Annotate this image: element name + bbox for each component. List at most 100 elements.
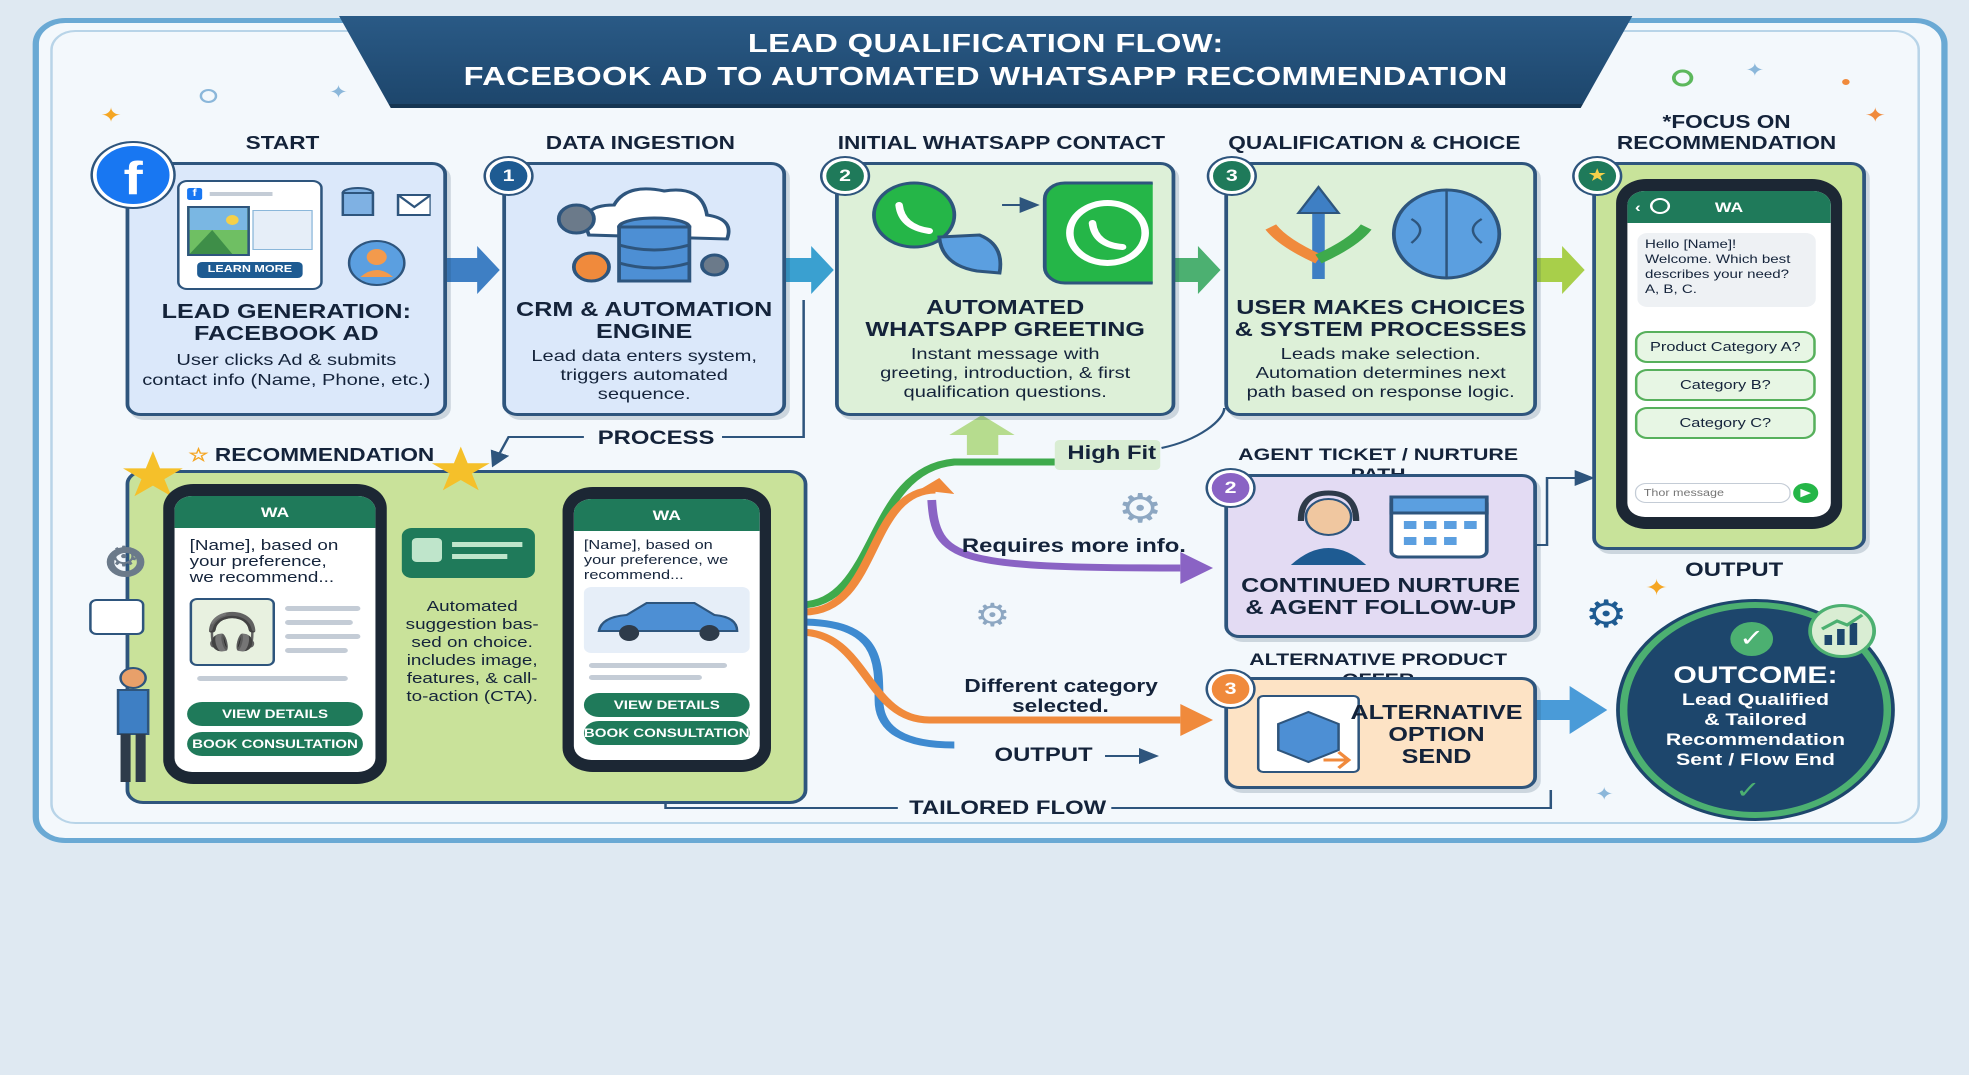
choices-title-1: USER MAKES CHOICES — [1236, 297, 1526, 319]
car-image-icon — [583, 587, 750, 653]
lead-desc-2: contact info (Name, Phone, etc.) — [142, 372, 431, 389]
outcome-line-1: Lead Qualified — [1681, 690, 1830, 709]
box-swap-icon — [1256, 695, 1360, 773]
requires-info-purple — [927, 499, 1181, 572]
message-input[interactable] — [1634, 483, 1791, 503]
rec2-line-2: your preference, we — [583, 552, 729, 567]
rec1-book-consultation-button[interactable]: BOOK CONSULTATION — [187, 732, 363, 756]
header-focus-line2: RECOMMENDATION — [1616, 133, 1837, 153]
focus-message-line-4: A, B, C. — [1644, 282, 1697, 296]
rec2-line-1: [Name], based on — [583, 537, 713, 552]
greeting-desc-2: greeting, introduction, & first — [880, 365, 1131, 382]
crm-desc-1: Lead data enters system, — [531, 348, 757, 365]
greeting-desc-1: Instant message with — [910, 346, 1100, 363]
focus-message-line-1: Hello [Name]! — [1644, 237, 1737, 251]
lead-desc-1: User clicks Ad & submits — [176, 352, 397, 369]
lead-title-2: FACEBOOK AD — [193, 323, 379, 345]
requires-info-orange — [803, 486, 936, 616]
high-fit-path — [799, 458, 1055, 609]
send-icon[interactable]: ▶ — [1793, 483, 1819, 503]
diff-category-orange — [799, 628, 1181, 724]
presenter-person-icon — [89, 547, 150, 782]
back-chevron-icon[interactable]: ‹ — [1634, 199, 1641, 215]
greeting-desc-3: qualification questions. — [903, 384, 1107, 401]
rec-phone-1-header: WA — [174, 496, 376, 528]
focus-greeting-bubble: Hello [Name]! Welcome. Which best descri… — [1637, 233, 1816, 307]
option-product-category-a[interactable]: Product Category A? — [1634, 331, 1816, 363]
option-category-c[interactable]: Category C? — [1634, 407, 1816, 439]
outcome-circle: ✓ OUTCOME: Lead Qualified & Tailored Rec… — [1619, 602, 1892, 818]
arrow-crm-to-greeting — [783, 246, 834, 294]
focus-message-line-3: describes your need? — [1644, 267, 1790, 281]
suggestion-line-3: sed on choice. — [411, 634, 533, 651]
arrow-choice-to-focus — [1529, 246, 1585, 294]
svg-text:✦: ✦ — [1865, 104, 1886, 127]
growth-chart-icon — [1808, 604, 1877, 658]
alt-title-1: ALTERNATIVE — [1350, 702, 1523, 724]
headphones-icon: 🎧 — [189, 598, 275, 666]
high-fit-tag: High Fit — [1054, 440, 1161, 470]
agent-to-focus-line — [1531, 470, 1595, 546]
outcome-line-3: Recommendation — [1665, 730, 1846, 749]
nurture-title-2: & AGENT FOLLOW-UP — [1245, 597, 1516, 619]
tailored-line-right — [1111, 790, 1553, 809]
ad-image-icon — [187, 206, 250, 256]
suggestion-line-1: Automated — [426, 598, 518, 615]
badge-step-1: 1 — [485, 158, 532, 194]
process-line-left — [490, 436, 584, 468]
rec-phone-2-app-name: WA — [652, 507, 681, 523]
badge-nurture-2: 2 — [1207, 470, 1254, 506]
svg-text:✦: ✦ — [1645, 575, 1668, 601]
suggestion-line-4: includes image, — [406, 652, 538, 669]
rec1-view-details-button[interactable]: VIEW DETAILS — [187, 702, 363, 726]
rec2-view-details-button[interactable]: VIEW DETAILS — [583, 693, 750, 717]
svg-text:✦: ✦ — [1595, 783, 1614, 804]
header-start: START — [245, 133, 320, 153]
outcome-line-4: Sent / Flow End — [1676, 750, 1835, 769]
ad-mockup: f LEARN MORE — [177, 180, 323, 290]
process-line — [722, 300, 805, 438]
flow-connectors: ✦ ✦ ✦ ✦ ✦ ✦ — [100, 59, 1886, 809]
rec-phone-2-header: WA — [573, 499, 760, 531]
greeting-title-2: WHATSAPP GREETING — [865, 319, 1145, 341]
alt-title-3: SEND — [1401, 746, 1472, 768]
label-high-fit: High Fit — [1067, 443, 1157, 464]
learn-more-button[interactable]: LEARN MORE — [197, 262, 303, 278]
option-category-b[interactable]: Category B? — [1634, 369, 1816, 401]
svg-text:✦: ✦ — [329, 81, 348, 102]
header-focus-line1: *FOCUS ON — [1662, 112, 1791, 132]
rec2-book-consultation-button[interactable]: BOOK CONSULTATION — [583, 721, 750, 745]
focus-phone-header: ‹ WA — [1627, 191, 1831, 223]
choices-desc-3: path based on response logic. — [1246, 384, 1515, 401]
ad-facebook-icon: f — [187, 188, 203, 200]
check-icon: ✓ — [1730, 622, 1774, 656]
header-qualification: QUALIFICATION & CHOICE — [1228, 133, 1521, 153]
database-user-icon — [341, 187, 431, 286]
badge-alt-3: 3 — [1207, 671, 1254, 707]
header-initial-contact: INITIAL WHATSAPP CONTACT — [837, 133, 1166, 153]
card-whatsapp-greeting: AUTOMATED WHATSAPP GREETING Instant mess… — [835, 162, 1176, 416]
svg-text:✦: ✦ — [1745, 59, 1764, 80]
star-icon-right: ★ — [426, 436, 495, 503]
gear-icon: ⚙ — [1117, 487, 1163, 531]
title-line2: FACEBOOK AD TO AUTOMATED WHATSAPP RECOMM… — [463, 61, 1508, 91]
card-alternative-option: ALTERNATIVE OPTION SEND — [1224, 677, 1537, 789]
suggestion-line-5: features, & call- — [406, 670, 538, 687]
rec-phone-1-app-name: WA — [260, 504, 290, 520]
badge-step-3: 3 — [1209, 158, 1255, 194]
greeting-title-1: AUTOMATED — [926, 297, 1085, 319]
alt-title: ALTERNATIVE OPTION SEND — [1349, 702, 1525, 768]
label-tailored-flow: TAILORED FLOW — [909, 798, 1107, 819]
suggestion-chat-card-icon — [401, 528, 535, 578]
choices-desc-2: Automation determines next — [1255, 365, 1506, 382]
lead-title-1: LEAD GENERATION: — [161, 301, 411, 323]
gear-icon-left: ⚙ — [107, 541, 140, 572]
rec1-line-3: we recommend... — [189, 569, 335, 586]
header-recommendation-star: ☆ RECOMMENDATION — [188, 445, 435, 465]
rec1-line-2: your preference, — [189, 553, 327, 570]
card-lead-generation: f LEARN MORE LEAD GENERATION: FACEBOOK A… — [125, 162, 448, 416]
choices-desc-1: Leads make selection. — [1280, 346, 1481, 363]
star-badge-icon: ★ — [1574, 158, 1620, 194]
rec-phone-2: WA [Name], based on your preference, we … — [562, 487, 771, 772]
arrow-greeting-to-choice — [1170, 246, 1221, 294]
